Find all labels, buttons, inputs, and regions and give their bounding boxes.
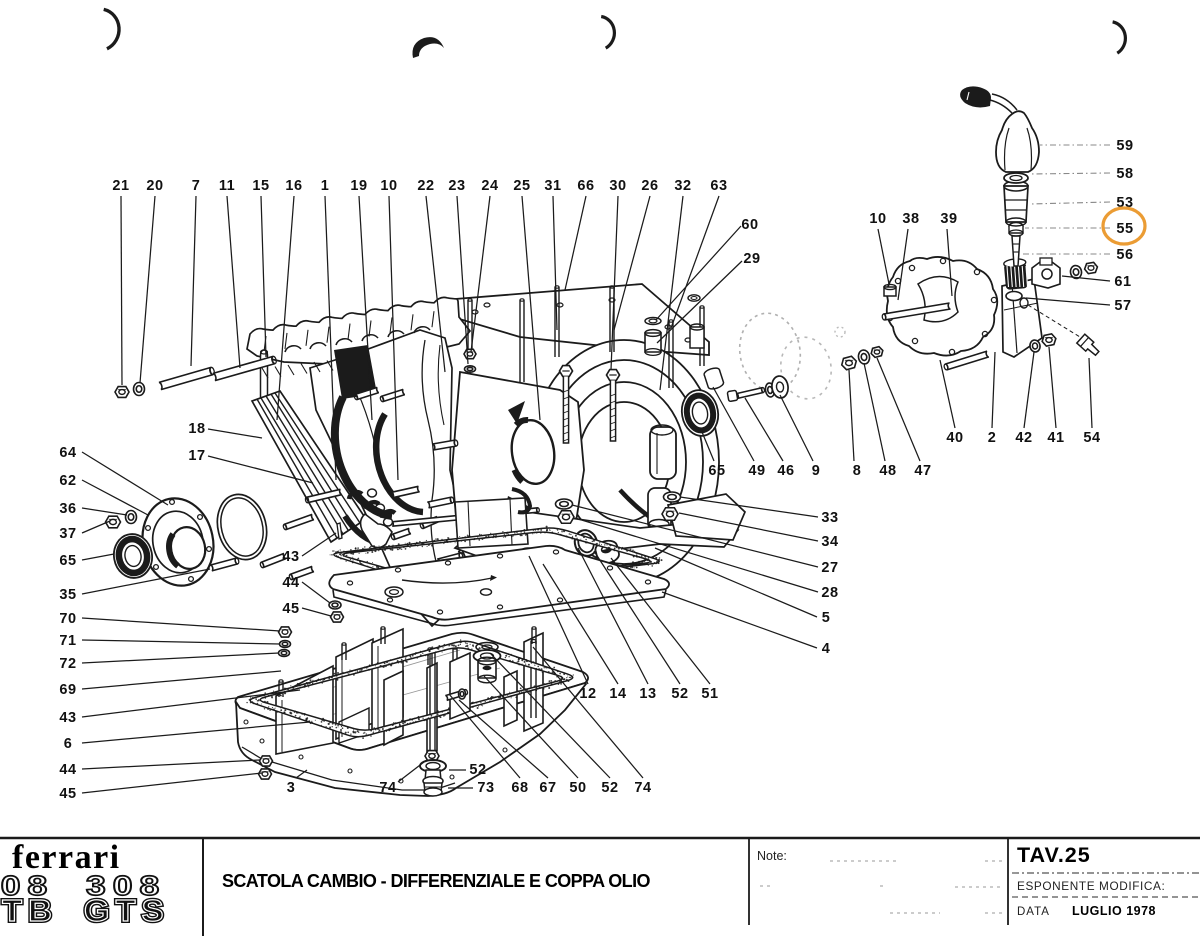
svg-text:57: 57	[1114, 298, 1131, 314]
svg-text:41: 41	[1047, 430, 1064, 446]
svg-text:308: 308	[0, 870, 54, 901]
svg-text:3: 3	[287, 780, 296, 796]
svg-text:37: 37	[59, 526, 76, 542]
svg-text:6: 6	[64, 736, 73, 752]
svg-text:62: 62	[59, 473, 76, 489]
svg-text:70: 70	[59, 611, 76, 627]
svg-text:25: 25	[513, 178, 530, 194]
svg-text:TB: TB	[2, 893, 58, 928]
svg-text:74: 74	[379, 780, 396, 796]
svg-text:51: 51	[701, 686, 718, 702]
svg-text:24: 24	[481, 178, 498, 194]
svg-text:43: 43	[59, 710, 76, 726]
svg-text:40: 40	[946, 430, 963, 446]
svg-text:74: 74	[634, 780, 651, 796]
svg-text:64: 64	[59, 445, 76, 461]
svg-text:44: 44	[282, 575, 299, 591]
svg-text:52: 52	[469, 762, 486, 778]
svg-text:43: 43	[282, 549, 299, 565]
svg-text:45: 45	[282, 601, 299, 617]
svg-text:7: 7	[192, 178, 201, 194]
svg-text:36: 36	[59, 501, 76, 517]
svg-text:12: 12	[579, 686, 596, 702]
svg-text:59: 59	[1116, 138, 1133, 154]
svg-text:39: 39	[940, 211, 957, 227]
svg-text:65: 65	[59, 553, 76, 569]
svg-text:LUGLIO 1978: LUGLIO 1978	[1072, 904, 1156, 918]
svg-text:10: 10	[380, 178, 397, 194]
svg-text:69: 69	[59, 682, 76, 698]
svg-text:52: 52	[671, 686, 688, 702]
svg-text:21: 21	[112, 178, 129, 194]
svg-text:27: 27	[821, 560, 838, 576]
svg-text:47: 47	[914, 463, 931, 479]
svg-text:SCATOLA CAMBIO - DIFFERENZIALE: SCATOLA CAMBIO - DIFFERENZIALE E COPPA O…	[222, 871, 650, 891]
svg-text:14: 14	[609, 686, 626, 702]
svg-text:11: 11	[219, 178, 235, 194]
svg-text:67: 67	[539, 780, 556, 796]
svg-text:54: 54	[1083, 430, 1100, 446]
svg-text:26: 26	[641, 178, 658, 194]
svg-text:4: 4	[822, 641, 831, 657]
svg-text:44: 44	[59, 762, 76, 778]
svg-text:55: 55	[1116, 221, 1133, 237]
svg-text:32: 32	[674, 178, 691, 194]
svg-text:29: 29	[743, 251, 760, 267]
svg-text:TAV.25: TAV.25	[1017, 843, 1091, 867]
svg-text:68: 68	[511, 780, 528, 796]
svg-text:45: 45	[59, 786, 76, 802]
svg-text:42: 42	[1015, 430, 1032, 446]
svg-text:ferrari: ferrari	[12, 839, 121, 876]
svg-text:35: 35	[59, 587, 76, 603]
svg-text:19: 19	[350, 178, 367, 194]
svg-text:60: 60	[741, 217, 758, 233]
svg-text:1: 1	[321, 178, 330, 194]
svg-text:33: 33	[821, 510, 838, 526]
svg-text:23: 23	[448, 178, 465, 194]
svg-text:10: 10	[869, 211, 886, 227]
svg-text:49: 49	[748, 463, 765, 479]
svg-text:50: 50	[569, 780, 586, 796]
svg-text:GTS: GTS	[84, 893, 170, 928]
svg-text:28: 28	[821, 585, 838, 601]
svg-text:34: 34	[821, 534, 838, 550]
svg-text:63: 63	[710, 178, 727, 194]
svg-text:TB: TB	[2, 893, 58, 928]
svg-text:5: 5	[822, 610, 831, 626]
svg-text:20: 20	[146, 178, 163, 194]
svg-text:73: 73	[477, 780, 494, 796]
svg-text:18: 18	[188, 421, 205, 437]
svg-text:13: 13	[639, 686, 656, 702]
svg-text:65: 65	[708, 463, 725, 479]
svg-text:61: 61	[1114, 274, 1131, 290]
svg-text:30: 30	[609, 178, 626, 194]
svg-text:9: 9	[812, 463, 821, 479]
svg-text:ESPONENTE MODIFICA:: ESPONENTE MODIFICA:	[1017, 879, 1165, 893]
svg-text:GTS: GTS	[84, 893, 170, 928]
svg-text:66: 66	[577, 178, 594, 194]
svg-text:38: 38	[902, 211, 919, 227]
svg-text:71: 71	[59, 633, 76, 649]
svg-text:56: 56	[1116, 247, 1133, 263]
svg-text:46: 46	[777, 463, 794, 479]
svg-text:31: 31	[544, 178, 561, 194]
svg-text:48: 48	[879, 463, 896, 479]
svg-text:15: 15	[252, 178, 269, 194]
svg-text:DATA: DATA	[1017, 906, 1050, 918]
svg-text:308: 308	[86, 870, 166, 901]
svg-text:16: 16	[285, 178, 302, 194]
svg-text:17: 17	[188, 448, 205, 464]
svg-text:22: 22	[417, 178, 434, 194]
svg-text:Note:: Note:	[757, 849, 787, 863]
svg-text:8: 8	[853, 463, 862, 479]
svg-text:2: 2	[988, 430, 997, 446]
svg-text:58: 58	[1116, 166, 1133, 182]
svg-text:72: 72	[59, 656, 76, 672]
svg-text:52: 52	[601, 780, 618, 796]
